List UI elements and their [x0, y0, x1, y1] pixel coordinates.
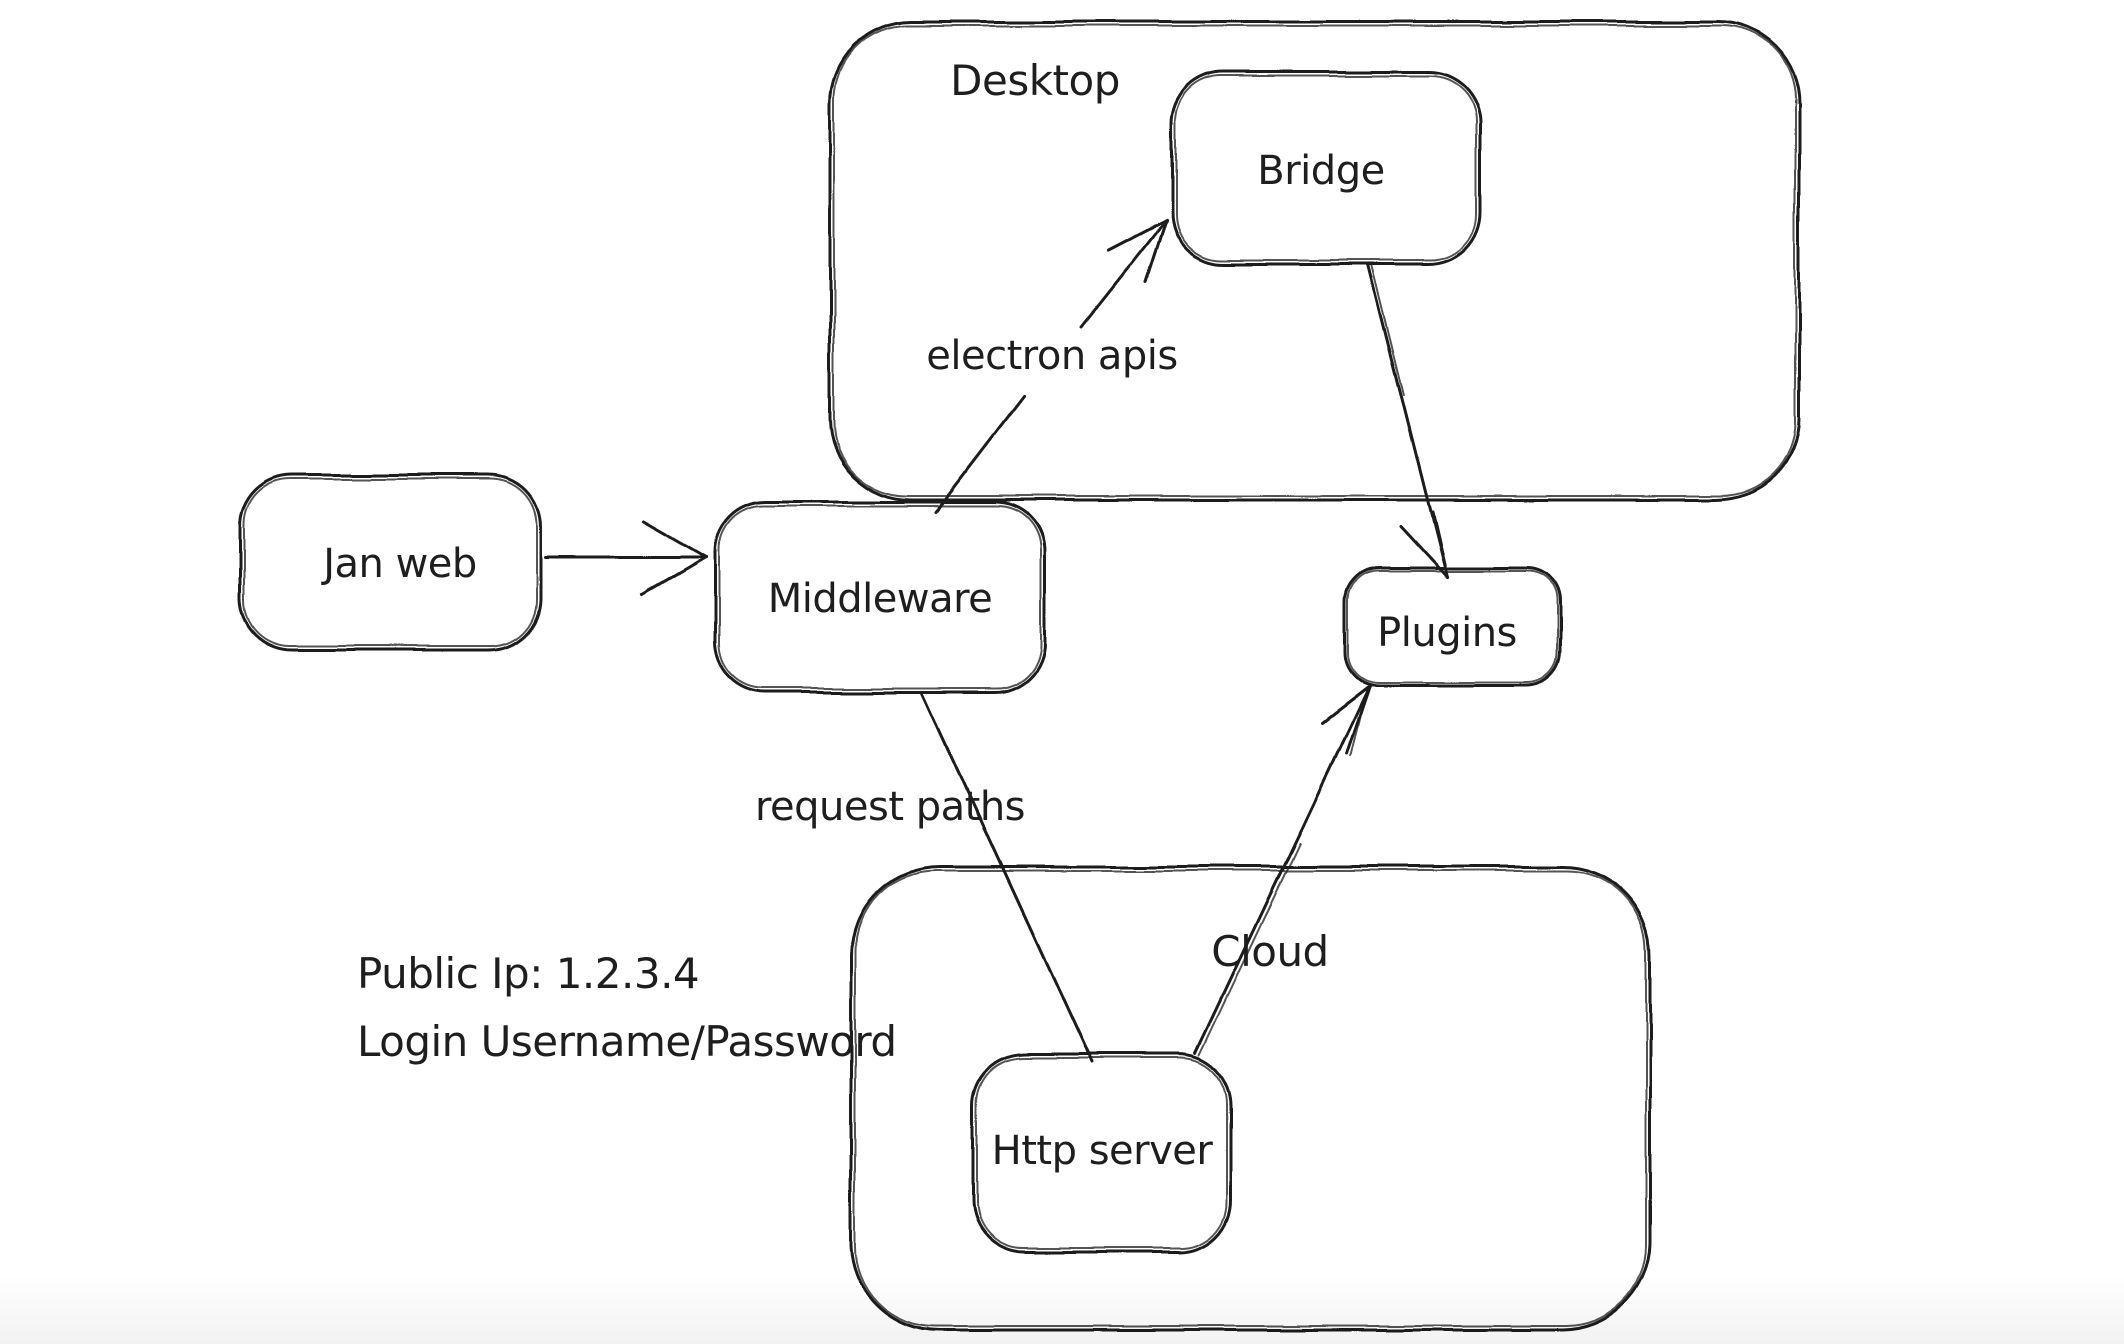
- arrow-middleware-to-bridge[interactable]: [933, 218, 1168, 514]
- edge-label-request-paths[interactable]: request paths: [755, 784, 1026, 830]
- bridge-node[interactable]: [1170, 70, 1482, 266]
- arrow-middleware-to-httpserver[interactable]: [920, 690, 1094, 1064]
- cloud-container[interactable]: [849, 865, 1652, 1332]
- jan-web-node-label[interactable]: Jan web: [320, 541, 477, 587]
- annotation-public-ip[interactable]: Public Ip: 1.2.3.4: [357, 949, 700, 998]
- http-server-node[interactable]: [971, 1052, 1233, 1254]
- bridge-node-label[interactable]: Bridge: [1257, 148, 1385, 194]
- edge-label-electron-apis[interactable]: electron apis: [926, 333, 1178, 379]
- desktop-container[interactable]: [828, 20, 1801, 502]
- desktop-container-label[interactable]: Desktop: [950, 56, 1120, 105]
- middleware-node[interactable]: [713, 500, 1047, 694]
- plugins-node[interactable]: [1343, 566, 1562, 688]
- arrow-janweb-to-middleware[interactable]: [543, 519, 708, 596]
- plugins-node-label[interactable]: Plugins: [1377, 610, 1517, 656]
- cloud-container-label[interactable]: Cloud: [1211, 927, 1329, 976]
- annotation-login[interactable]: Login Username/Password: [357, 1017, 897, 1066]
- middleware-node-label[interactable]: Middleware: [768, 576, 993, 622]
- jan-web-node[interactable]: [238, 473, 542, 652]
- arrow-bridge-to-plugins[interactable]: [1366, 262, 1449, 579]
- arrow-httpserver-to-plugins[interactable]: [1194, 684, 1371, 1056]
- http-server-node-label[interactable]: Http server: [992, 1128, 1214, 1174]
